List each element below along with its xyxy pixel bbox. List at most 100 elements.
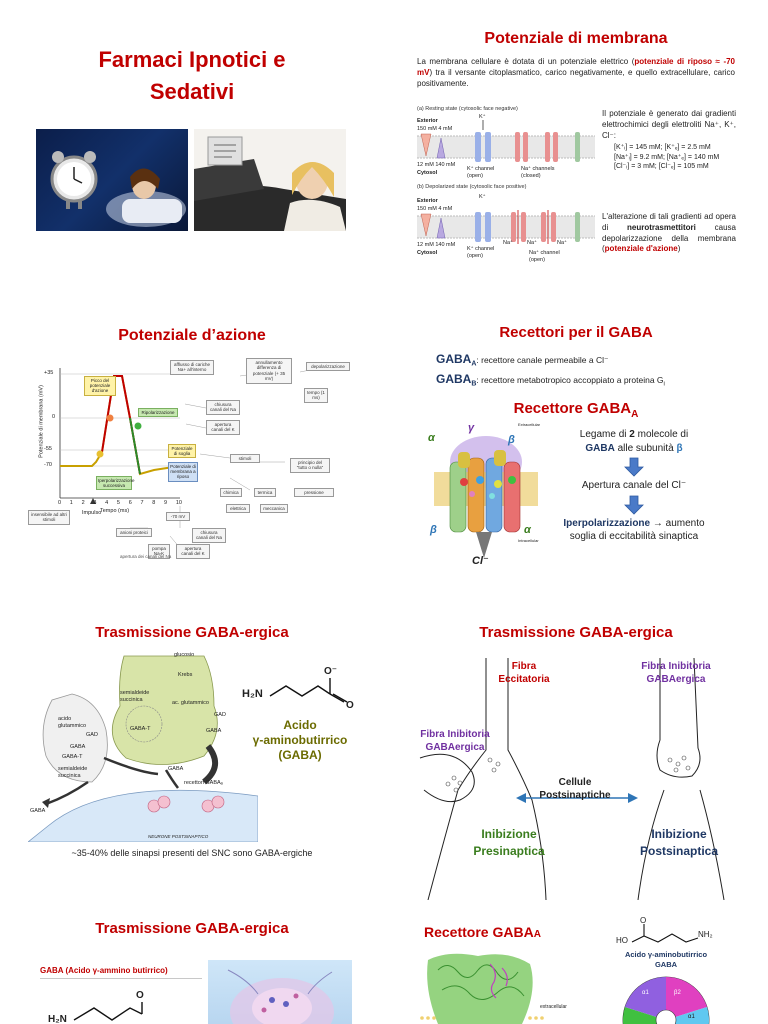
time-box: tempo (1 ms) — [304, 388, 328, 403]
o-label: O — [346, 700, 354, 711]
pie-label-5: α1 — [642, 990, 649, 996]
glucose-label: glucosio — [174, 652, 195, 658]
pie-label-1: β2 — [674, 990, 681, 996]
na-channel-open-label: Na⁺ channel (open) — [529, 250, 560, 263]
minus70-box: -70 mV — [166, 512, 190, 522]
slide7-formula-drawing — [73, 1002, 143, 1021]
step-channel-opening: Apertura canale del Cl⁻ — [581, 480, 687, 491]
krebs-label: Krebs — [178, 672, 193, 678]
conc-top-b: 150 mM 4 mM — [417, 206, 453, 212]
gradient-text: Il potenziale è generato dai gradienti e… — [602, 109, 736, 171]
slide-trasmissione-gaba-3: Trasmissione GABA-ergica GABA (Acido γ-a… — [0, 900, 384, 1024]
membrane-channels-drawing — [417, 120, 595, 244]
gamma-label: γ — [468, 422, 475, 434]
slide-recettore-gaba-a-structure: Recettore GABAA extracellular HO O NH₂ — [384, 900, 768, 1024]
gaba-a-subtitle: Recettore GABAA — [513, 400, 639, 420]
inhibitory-fiber-left-label: Fibra Inibitoria GABAergica — [420, 729, 490, 753]
insensitive-box: insensibile ad altri stimoli — [28, 510, 70, 525]
gabaergic-synapses-footer: ~35-40% delle sinapsi presenti del SNC s… — [71, 848, 313, 858]
o-minus-label: O⁻ — [324, 666, 338, 677]
slide-potenziale-azione: Potenziale d’azione Potenziale di membra… — [0, 300, 384, 600]
slide7-o: O — [136, 990, 144, 1001]
beta-label-1: β — [508, 434, 515, 446]
slide8-formula: HO O NH₂ — [616, 916, 716, 950]
threshold-box: Potenziale di soglia — [168, 444, 196, 459]
exterior-label-a: Exterior — [417, 118, 438, 124]
y-tick-70: -70 — [44, 462, 52, 468]
slide8-nh2: NH₂ — [698, 930, 713, 939]
slide8-o: O — [640, 916, 647, 925]
step-hyperpolarization: Iperpolarizzazione → aumento soglia di e… — [563, 517, 705, 543]
subunit-pie-drawing — [622, 976, 710, 1024]
gabat-top-label: GABA-T — [130, 726, 151, 732]
y-tick-55: -55 — [44, 446, 52, 452]
semialdehyde-top-label: semialdeide succinica — [120, 690, 150, 703]
intracellular-label: Intracellular — [518, 538, 539, 543]
slide8-formula-drawing — [631, 924, 699, 943]
slide7-divider — [40, 978, 202, 979]
arrow-down-icon — [624, 457, 644, 477]
conc-bottom-b: 12 mM 140 mM — [417, 242, 456, 248]
gaba-a-receptor-illustration: α γ β β α Cl⁻ Extracellular Intracellula… — [424, 422, 544, 568]
arrow-down-icon — [624, 495, 644, 515]
slide8-title: Recettore GABAA — [424, 924, 541, 940]
inhibitory-fiber-right-label: Fibra Inibitoria GABAergica — [641, 661, 711, 685]
slide7-title: Trasmissione GABA-ergica — [95, 920, 289, 937]
sleepless-woman-photo — [36, 129, 188, 231]
exterior-label-b: Exterior — [417, 198, 438, 204]
open-k-box-2: apertura canali del K — [176, 544, 210, 559]
h2n-label: H₂N — [242, 688, 263, 700]
receptor-label: recettori GABAₐ — [184, 780, 223, 786]
slide-potenziale-membrana: Potenziale di membrana La membrana cellu… — [384, 0, 768, 300]
thermal-box: termica — [254, 488, 276, 498]
na-ion-label-3: Na⁺ — [557, 240, 567, 246]
subunit-pie: β2 α1 γ2 β2 α1 — [622, 976, 710, 1024]
k-ion-label-b: K⁺ — [479, 194, 486, 200]
na-inflow-box: afflusso di cariche Na+ all'interno — [170, 360, 214, 375]
gaba-cleft-label: GABA — [168, 766, 184, 772]
gaba-structure-drawing — [269, 678, 348, 703]
depolarized-state-label: (b) Depolarized state (cytosolic face po… — [417, 184, 527, 190]
extracellular-side-label: extracellular — [540, 1004, 567, 1010]
alteration-text: L'alterazione di tali gradienti ad opera… — [602, 212, 736, 254]
na-ion-label-2: Na⁺ — [527, 240, 537, 246]
receptor-protein-drawing — [420, 953, 544, 1024]
excitatory-fiber-label: Fibra Eccitatoria — [498, 661, 550, 685]
k-channel-open-label-b: K⁺ channel (open) — [467, 246, 495, 259]
repolarization-box: Ripolarizzazione — [138, 408, 178, 418]
beta-label-2: β — [430, 524, 437, 536]
presynaptic-inhibition-label: Inibizione Presinaptica — [473, 827, 545, 859]
acido-glutammico-label: acido glutammico — [58, 716, 87, 729]
depolarization-box: depolarizzazione — [306, 362, 350, 372]
close-na-box-2: chiusura canali del Na — [192, 528, 226, 543]
k-channel-open-label-a: K⁺ channel (open) — [467, 166, 495, 179]
postsynaptic-neuron-label: NEURONE POSTSINAPTICO — [148, 834, 209, 839]
gaba-a-mechanism: Legame di 2 molecole di GABA alle subuni… — [546, 428, 722, 544]
gaba-a-definition: GABAA: recettore canale permeabile a Cl⁻ — [436, 352, 609, 368]
na-channels-closed-label: Na⁺ channels (closed) — [521, 166, 555, 179]
slide7-formula: H₂N O — [44, 990, 184, 1024]
resting-state-label: (a) Resting state (cytosolic face negati… — [417, 106, 518, 112]
peak-box: Picco del potenziale d'azione — [84, 376, 116, 396]
inhibition-diagram — [419, 657, 725, 900]
membrane-intro-text: La membrana cellulare è dotata di un pot… — [417, 57, 736, 88]
anions-box: anioni proteici — [116, 528, 152, 538]
slide1-title: Farmaci Ipnotici e Sedativi — [98, 47, 286, 104]
cancel-diff-box: annullamento differenza di potenziale (+… — [246, 358, 292, 384]
y-tick-0: 0 — [52, 414, 56, 420]
alpha-label-2: α — [524, 524, 531, 536]
cytosol-label-a: Cytosol — [417, 170, 438, 176]
step-binding: Legame di 2 molecole di GABA alle subuni… — [579, 429, 689, 454]
close-na-box: chiusura canali del Na — [206, 400, 240, 415]
slide7-subtitle: GABA (Acido γ-ammino butirrico) — [40, 966, 168, 975]
slide8-ho: HO — [616, 936, 628, 945]
postsynaptic-cells-label: Cellule Postsinaptiche — [539, 777, 611, 801]
neuron-illustration — [208, 960, 352, 1024]
action-potential-diagram: Potenziale di membrana (mV) +35 0 -55 -7… — [28, 358, 360, 568]
gaba-formula: H₂N O⁻ O — [242, 666, 362, 716]
membrane-figure: (a) Resting state (cytosolic face negati… — [417, 106, 595, 266]
neuron-drawing — [227, 969, 334, 1024]
stimuli-box: stimoli — [230, 454, 260, 464]
therapy-session-photo — [194, 129, 346, 231]
cytosol-label-b: Cytosol — [417, 250, 438, 256]
